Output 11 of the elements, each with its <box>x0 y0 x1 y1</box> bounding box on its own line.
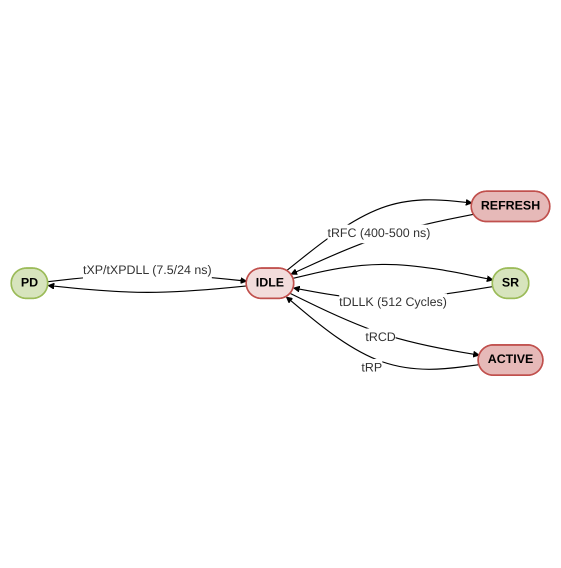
edge-label: tXP/tXPDLL (7.5/24 ns) <box>83 263 212 277</box>
arrow <box>290 292 480 358</box>
edge-label: tRP <box>361 360 382 374</box>
arrow <box>286 296 480 370</box>
arrow <box>48 282 247 293</box>
arrow <box>290 213 474 274</box>
edge-label: tRFC (400-500 ns) <box>328 226 430 240</box>
arrow <box>286 198 472 271</box>
edge-label: tDLLK (512 Cycles) <box>339 295 447 309</box>
arrow <box>293 263 494 282</box>
edge-label: tRCD <box>365 330 396 344</box>
